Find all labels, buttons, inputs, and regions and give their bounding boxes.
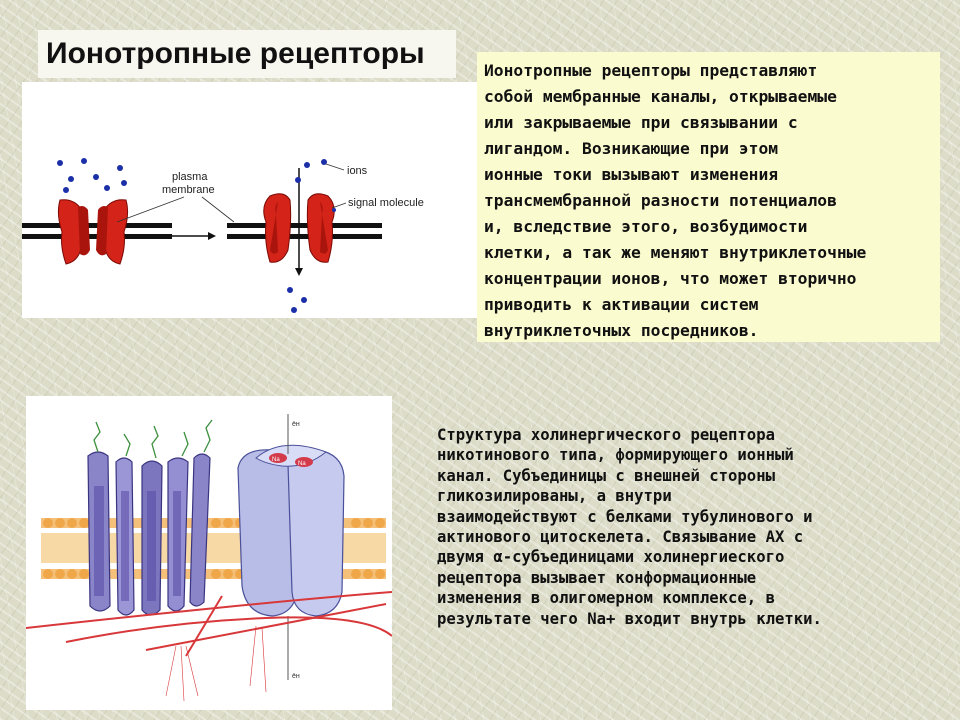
ion-channel-svg: plasma membrane ions signal molecule [22,158,424,313]
ions-left [57,158,127,193]
membrane-right-bottom [227,234,382,239]
ion-label-bottom: ён [292,673,300,680]
label-membrane: membrane [162,184,215,196]
description-box-2: Структура холинергического рецептора ник… [437,426,822,628]
cytoskeleton [25,591,393,657]
signal-pointer [331,202,347,209]
slide-title: Ионотропные рецепторы [46,37,425,70]
nicotinic-receptor-diagram: Na Na ён ён [25,396,393,710]
cytoskeleton-filaments [165,625,267,702]
open-channel [263,193,335,263]
label-ions: ions [347,165,368,177]
membrane-right-top [227,223,382,228]
title-box: Ионотропные рецепторы [38,30,456,78]
closed-channel [57,199,129,265]
plasma-pointer-left [116,196,185,223]
binding-site-label-2: Na [298,461,306,467]
signal-molecule-dot [332,208,336,212]
transition-arrow [172,232,216,240]
nicotinic-receptor-svg: Na Na ён ён [25,414,393,702]
binding-site-2 [295,457,313,467]
ion-channel-diagram: plasma membrane ions signal molecule [22,82,477,318]
plasma-pointer-right [201,196,235,223]
membrane-left-top [22,223,172,228]
receptor-intact: Na Na ён ён [237,414,345,680]
label-signal-molecule: signal molecule [348,197,424,209]
description-box-1: Ионотропные рецепторы представляют собой… [477,52,940,342]
ions-pointer [325,163,345,171]
ions-right [287,159,327,313]
label-plasma: plasma [172,171,208,183]
binding-site-label-1: Na [272,457,280,463]
ion-flow-arrowhead [295,268,303,276]
ion-label-top: ён [292,421,300,428]
binding-site-1 [269,453,287,463]
receptor-cutaway [87,419,213,616]
